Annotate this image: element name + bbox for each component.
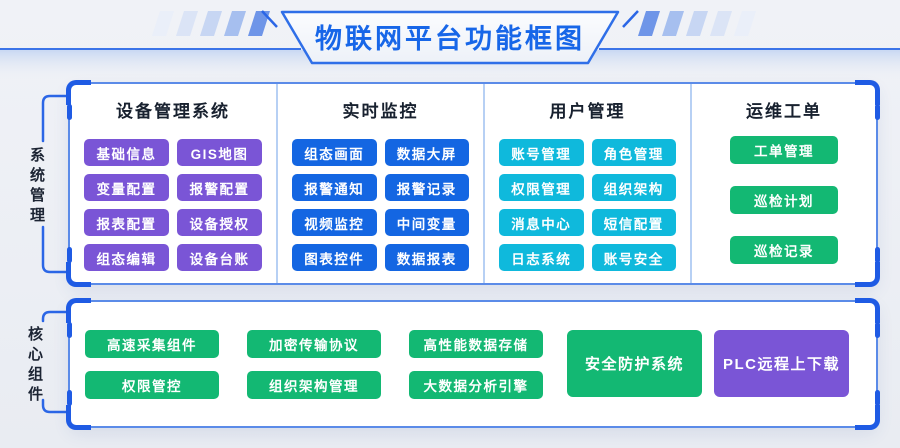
header-decoration xyxy=(0,10,900,80)
function-column: 运维工单工单管理巡检计划巡检记录 xyxy=(692,84,876,283)
feature-button[interactable]: 基础信息 xyxy=(84,139,169,166)
core-component-button[interactable]: 组织架构管理 xyxy=(247,371,381,399)
feature-button[interactable]: 报表配置 xyxy=(84,209,169,236)
feature-button[interactable]: 消息中心 xyxy=(499,209,584,236)
feature-button[interactable]: 短信配置 xyxy=(591,209,676,236)
side-label-core-components: 核心组件 xyxy=(26,326,43,406)
core-component-button[interactable]: 权限管控 xyxy=(85,371,219,399)
feature-button[interactable]: 角色管理 xyxy=(591,139,676,166)
core-components-bracket xyxy=(41,310,70,414)
title-banner xyxy=(280,10,620,65)
column-header: 设备管理系统 xyxy=(116,102,230,121)
feature-button[interactable]: 巡检记录 xyxy=(730,236,838,264)
feature-button[interactable]: 数据报表 xyxy=(384,244,469,271)
feature-button[interactable]: 变量配置 xyxy=(84,174,169,201)
feature-button[interactable]: 报警记录 xyxy=(384,174,469,201)
edge-tick xyxy=(874,390,880,406)
column-header: 用户管理 xyxy=(549,102,626,121)
edge-tick xyxy=(874,104,880,120)
core-components-panel: 高速采集组件加密传输协议高性能数据存储权限管控组织架构管理大数据分析引擎 安全防… xyxy=(66,298,880,430)
feature-button[interactable]: 中间变量 xyxy=(384,209,469,236)
core-component-grid: 高速采集组件加密传输协议高性能数据存储权限管控组织架构管理大数据分析引擎 xyxy=(85,330,543,399)
feature-button[interactable]: 工单管理 xyxy=(730,136,838,164)
edge-tick xyxy=(66,390,72,406)
core-component-big-button[interactable]: PLC远程上下载 xyxy=(714,330,849,397)
edge-tick xyxy=(874,322,880,338)
feature-button[interactable]: 账号安全 xyxy=(591,244,676,271)
page-title: 物联网平台功能框图 xyxy=(315,24,585,54)
system-management-bracket xyxy=(41,94,70,274)
edge-tick xyxy=(66,104,72,120)
feature-button[interactable]: 账号管理 xyxy=(499,139,584,166)
column-buttons: 基础信息 GIS地图变量配置报警配置报表配置设备授权组态编辑设备台账 xyxy=(84,139,262,271)
function-column: 实时监控组态画面数据大屏报警通知报警记录视频监控中间变量图表控件数据报表 xyxy=(278,84,485,283)
core-component-big-button[interactable]: 安全防护系统 xyxy=(567,330,702,397)
core-component-button[interactable]: 高性能数据存储 xyxy=(409,330,543,358)
banner-wing-ticks xyxy=(261,10,639,28)
feature-button[interactable]: 图表控件 xyxy=(292,244,377,271)
right-stripes-decoration xyxy=(638,11,756,36)
column-buttons: 组态画面数据大屏报警通知报警记录视频监控中间变量图表控件数据报表 xyxy=(292,139,469,271)
column-buttons: 工单管理巡检计划巡检记录 xyxy=(730,136,838,264)
feature-button[interactable]: 组态画面 xyxy=(292,139,377,166)
side-label-system-management: 系统管理 xyxy=(28,147,45,227)
core-component-button[interactable]: 高速采集组件 xyxy=(85,330,219,358)
feature-button[interactable]: 日志系统 xyxy=(499,244,584,271)
function-column: 设备管理系统基础信息 GIS地图变量配置报警配置报表配置设备授权组态编辑设备台账 xyxy=(70,84,278,283)
feature-button[interactable]: 权限管理 xyxy=(499,174,584,201)
core-component-button[interactable]: 大数据分析引擎 xyxy=(409,371,543,399)
feature-button[interactable]: 设备台账 xyxy=(177,244,262,271)
feature-button[interactable]: 报警通知 xyxy=(292,174,377,201)
function-column: 用户管理账号管理角色管理权限管理组织架构消息中心短信配置日志系统账号安全 xyxy=(485,84,692,283)
feature-button[interactable]: 巡检计划 xyxy=(730,186,838,214)
feature-button[interactable]: 报警配置 xyxy=(177,174,262,201)
core-component-button[interactable]: 加密传输协议 xyxy=(247,330,381,358)
feature-button[interactable]: GIS地图 xyxy=(177,139,262,166)
column-buttons: 账号管理角色管理权限管理组织架构消息中心短信配置日志系统账号安全 xyxy=(499,139,676,271)
feature-button[interactable]: 组织架构 xyxy=(591,174,676,201)
feature-button[interactable]: 数据大屏 xyxy=(384,139,469,166)
feature-button[interactable]: 组态编辑 xyxy=(84,244,169,271)
column-header: 实时监控 xyxy=(342,102,419,121)
column-header: 运维工单 xyxy=(746,102,822,121)
edge-tick xyxy=(66,322,72,338)
feature-button[interactable]: 设备授权 xyxy=(177,209,262,236)
edge-tick xyxy=(874,247,880,263)
left-stripes-decoration xyxy=(152,11,270,36)
edge-tick xyxy=(66,247,72,263)
feature-button[interactable]: 视频监控 xyxy=(292,209,377,236)
